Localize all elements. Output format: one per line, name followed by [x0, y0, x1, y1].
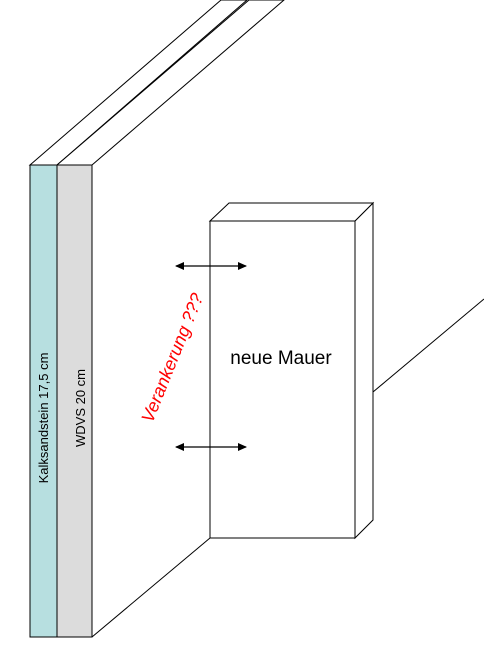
label-anchoring: Verankerung ???	[137, 290, 207, 425]
wall-far-edge	[372, 298, 484, 393]
new-wall-side-face	[354, 201, 374, 540]
label-kalksandstein: Kalksandstein 17,5 cm	[36, 353, 51, 484]
wdvs-top-face	[55, 0, 285, 166]
new-wall-top-face	[208, 202, 375, 222]
wdvs-layer	[56, 164, 93, 638]
new-wall-front-face	[209, 220, 356, 539]
kalksandstein-top-face	[28, 0, 248, 166]
wall-bottom-edge	[91, 537, 211, 638]
label-new-wall: neue Mauer	[230, 348, 332, 369]
kalksandstein-layer	[29, 164, 58, 638]
label-wdvs: WDVS 20 cm	[73, 369, 88, 447]
